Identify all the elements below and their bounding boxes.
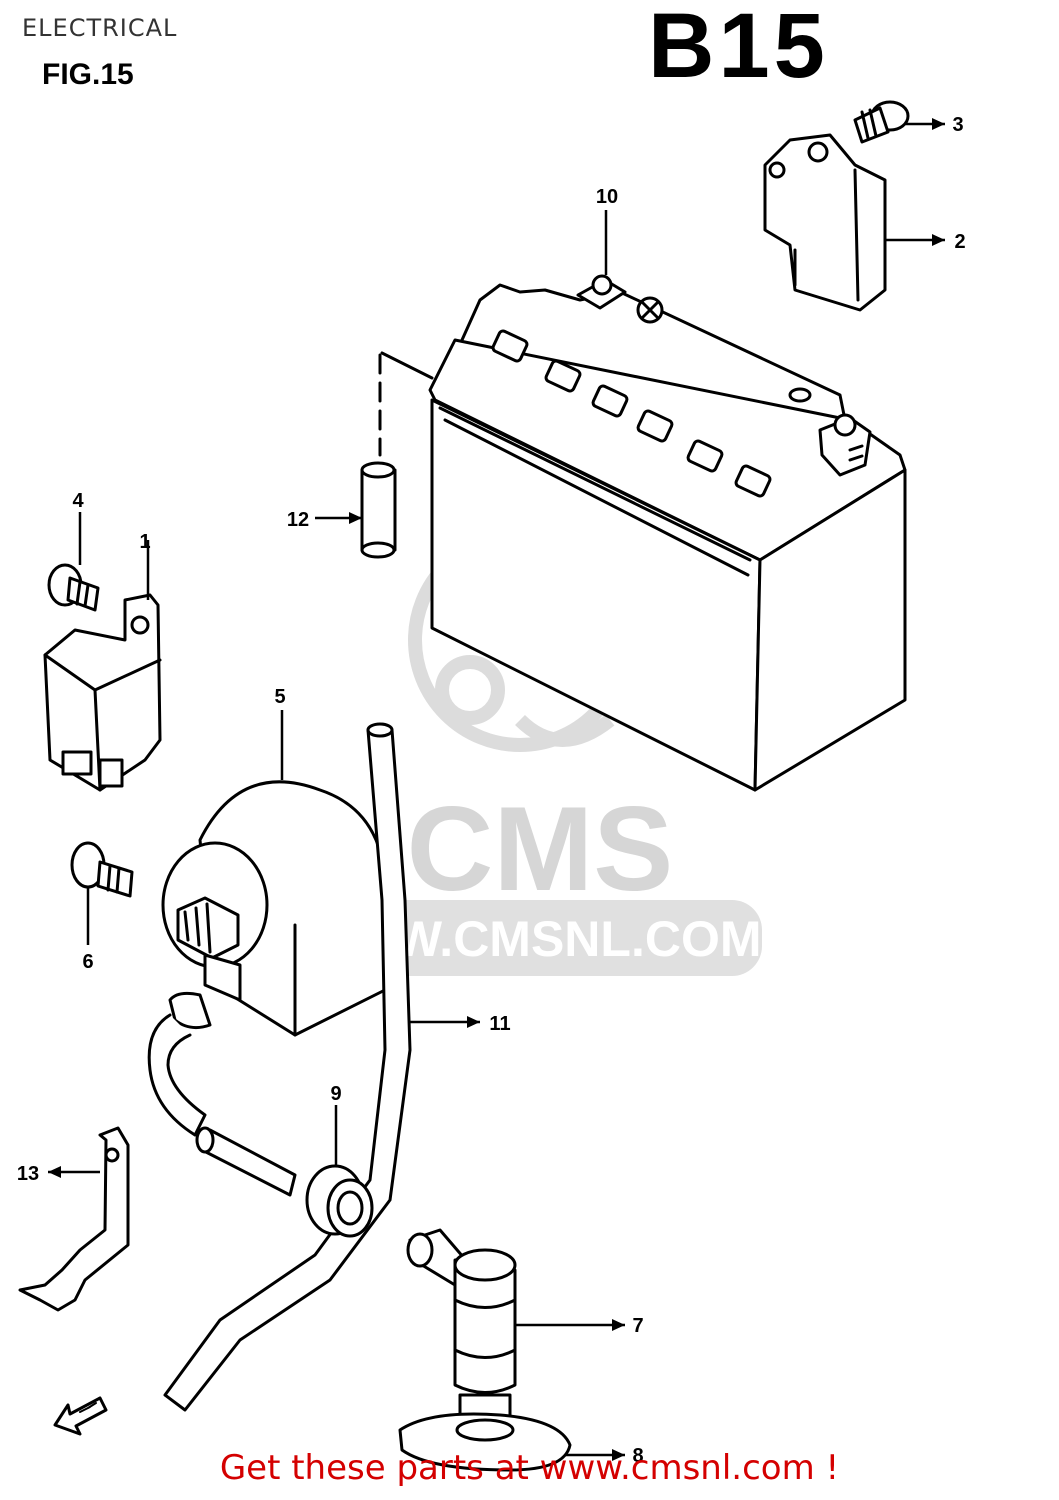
battery-terminal-negative — [576, 274, 627, 310]
battery-cell-caps — [491, 329, 772, 498]
callout-12: 12 — [287, 509, 309, 531]
callout-2: 2 — [954, 231, 965, 253]
callout-8: 8 — [632, 1445, 643, 1467]
section-title: ELECTRICAL — [22, 14, 178, 42]
part-1-relay — [43, 593, 162, 792]
part-9-grommet — [305, 1164, 374, 1238]
get-parts-link[interactable]: Get these parts at www.cmsnl.com ! — [219, 1448, 840, 1488]
callout-5: 5 — [274, 686, 285, 708]
figure-label: FIG.15 — [42, 58, 134, 91]
callout-9: 9 — [330, 1083, 341, 1105]
leader-arrowheads — [48, 118, 945, 1461]
part-12-leader — [380, 351, 434, 380]
part-5-ignition-coil — [147, 780, 387, 1137]
callout-10: 10 — [596, 186, 618, 208]
part-13-bracket — [18, 1126, 130, 1312]
watermark-brand: CMS — [407, 782, 674, 916]
ht-lead-segment — [195, 1126, 297, 1197]
front-direction-arrow-icon — [53, 1396, 108, 1436]
part-4-screw — [47, 563, 100, 612]
battery — [428, 274, 907, 792]
part-6-bolt — [70, 841, 134, 898]
part-7-spark-plug-cap — [406, 1228, 517, 1432]
part-12-spacer — [360, 461, 397, 559]
callout-4: 4 — [72, 490, 84, 512]
callout-6: 6 — [82, 951, 93, 973]
part-8-cap-seal — [398, 1412, 572, 1472]
callout-7: 7 — [632, 1315, 643, 1337]
callout-1: 1 — [139, 531, 150, 553]
callout-labels: 1 2 3 4 5 6 7 8 9 10 11 12 13 — [17, 114, 966, 1467]
battery-terminal-positive — [818, 413, 872, 477]
callout-13: 13 — [17, 1163, 39, 1185]
callout-11: 11 — [489, 1013, 510, 1035]
callout-3: 3 — [952, 114, 963, 136]
part-11-vent-hose — [163, 722, 412, 1412]
part-2-regulator — [763, 133, 887, 312]
watermark-url-badge — [300, 900, 762, 976]
diagram-code: B15 — [648, 0, 829, 97]
part-3-screw — [853, 100, 910, 144]
